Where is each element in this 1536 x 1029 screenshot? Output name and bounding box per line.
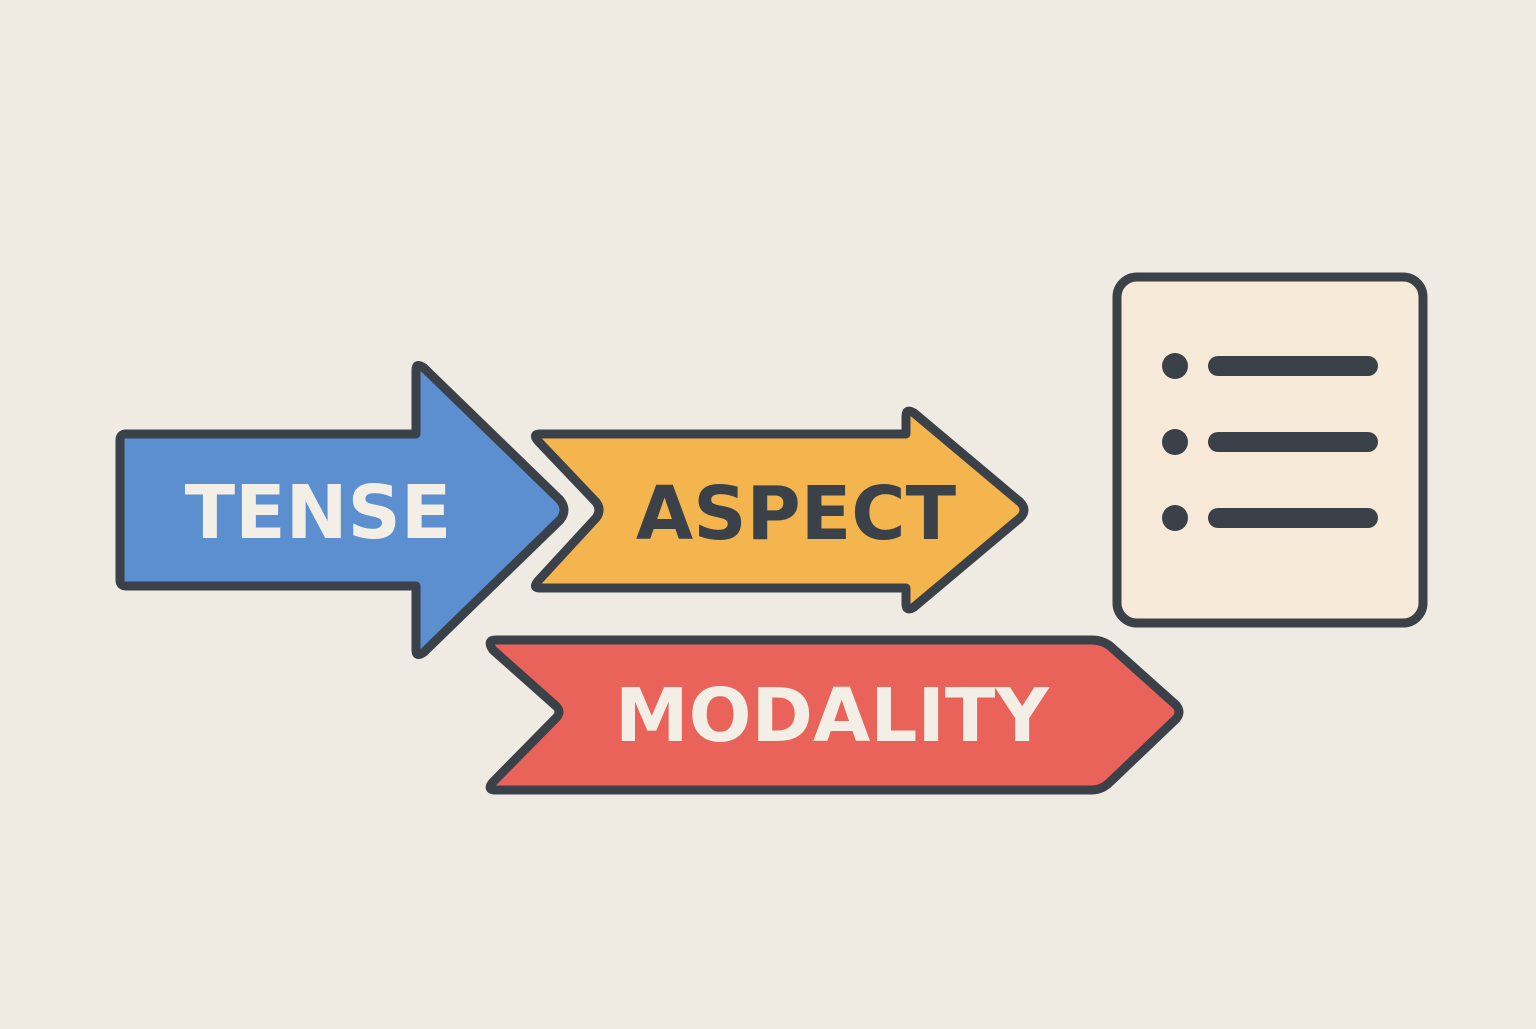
tense-label: TENSE (185, 470, 452, 556)
tense-arrow: TENSE (115, 360, 569, 660)
list-bullet (1162, 429, 1188, 455)
list-bullet (1162, 505, 1188, 531)
list-bullet (1162, 353, 1188, 379)
modality-arrow-shape (485, 635, 1184, 795)
modality-arrow: MODALITY (485, 635, 1184, 795)
aspect-label: ASPECT (636, 471, 957, 557)
tense-arrow-shape (115, 360, 569, 660)
list-card (1112, 272, 1428, 628)
list-icon (1162, 353, 1378, 531)
modality-label: MODALITY (615, 673, 1050, 759)
aspect-arrow: ASPECT (530, 406, 1029, 614)
aspect-arrow-shape (530, 406, 1029, 614)
